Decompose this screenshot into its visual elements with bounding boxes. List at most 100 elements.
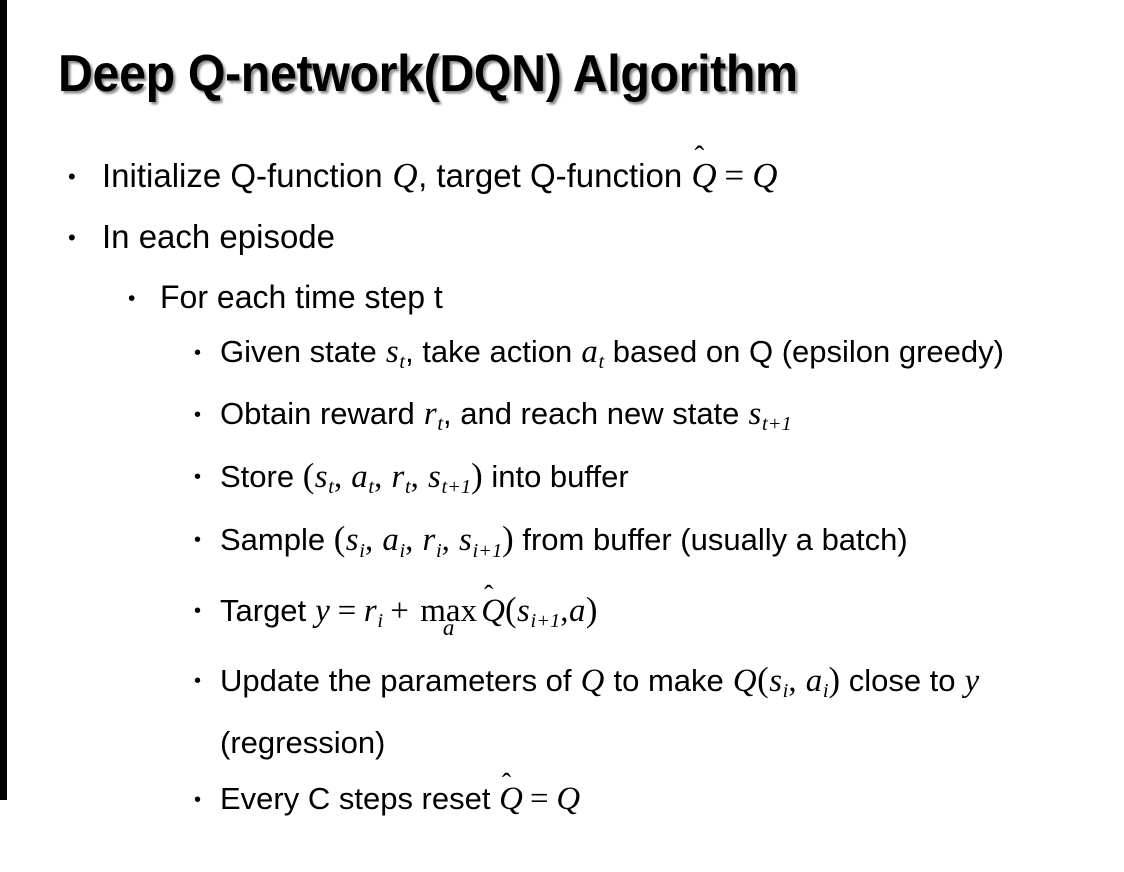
- bullet-every-c-steps-reset: • Every C steps reset ̂ Q=Q: [0, 769, 1124, 829]
- math-var-q: Q: [580, 662, 605, 699]
- math-comma: ,: [788, 662, 797, 699]
- hat-accent-icon: ̂: [506, 766, 514, 798]
- text-fragment: close to: [840, 662, 965, 698]
- hat-accent-icon: ̂: [699, 141, 707, 174]
- bullet-initialize-q-function: • Initialize Q-function Q, target Q-func…: [0, 146, 1124, 206]
- bullet-marker-icon: •: [68, 164, 76, 189]
- math-symbol: Q: [481, 592, 505, 629]
- math-var-a: a: [805, 662, 823, 699]
- bullet-text: For each time step t: [160, 279, 443, 315]
- math-var-s: s: [517, 592, 530, 629]
- math-subscript-i: i: [435, 539, 442, 562]
- math-subscript-i: i: [782, 679, 789, 702]
- text-fragment: Every C steps reset: [220, 780, 500, 816]
- bullet-text: Update the parameters of Q to make Q(si,…: [220, 654, 1070, 769]
- math-var-r: r: [423, 396, 437, 433]
- bullet-update-parameters: • Update the parameters of Q to make Q(s…: [0, 654, 1124, 769]
- math-var-s: s: [314, 459, 328, 496]
- math-subscript-i-plus-1: i+1: [472, 539, 503, 562]
- math-subscript-t: t: [437, 413, 443, 436]
- math-var-a: a: [581, 334, 598, 370]
- math-subscript-t-plus-1: t+1: [441, 476, 472, 499]
- text-fragment: Sample: [220, 522, 334, 558]
- text-fragment: , take action: [405, 334, 581, 369]
- math-paren-open: (: [302, 456, 315, 496]
- text-fragment: Target: [220, 592, 315, 628]
- text-fragment: Obtain reward: [220, 396, 424, 432]
- math-var-a: a: [351, 459, 368, 496]
- math-subscript-i: i: [399, 539, 406, 562]
- math-var-y: y: [964, 662, 980, 699]
- bullet-store-into-buffer: • Store (st, at, rt, st+1) into buffer: [0, 450, 1124, 513]
- math-paren-open: (: [757, 659, 769, 699]
- math-var-q-hat: ̂ Q: [481, 592, 505, 629]
- math-paren-close: ): [828, 659, 841, 699]
- math-operator-plus: +: [390, 592, 409, 629]
- math-subscript-i: i: [822, 679, 829, 702]
- math-paren-open: (: [504, 589, 517, 629]
- text-fragment: (regression): [220, 724, 386, 760]
- slide-body-content: • Initialize Q-function Q, target Q-func…: [0, 146, 1124, 829]
- math-operator-equals: =: [724, 156, 745, 195]
- bullet-for-each-time-step: • For each time step t: [0, 268, 1124, 326]
- math-comma: ,: [333, 459, 343, 496]
- math-var-q: Q: [392, 156, 418, 195]
- bullet-text: Target y=ri+maxâ Q(si+1,a): [220, 577, 1088, 654]
- bullet-text: Given state st, take action at based on …: [220, 326, 1088, 388]
- text-fragment: Given state: [220, 334, 386, 369]
- math-symbol: Q: [691, 156, 717, 195]
- bullet-obtain-reward-reach-new-state: • Obtain reward rt, and reach new state …: [0, 388, 1124, 450]
- bullet-text: Every C steps reset ̂ Q=Q: [220, 769, 1088, 829]
- math-subscript-t: t: [399, 351, 406, 374]
- math-paren-open: (: [333, 519, 346, 559]
- text-fragment: into buffer: [482, 459, 629, 495]
- max-subscript-a: a: [442, 615, 455, 641]
- math-comma: ,: [364, 522, 374, 559]
- bullet-marker-icon: •: [194, 342, 202, 364]
- bullet-marker-icon: •: [194, 466, 202, 489]
- math-operator-equals: =: [337, 592, 357, 629]
- math-var-r: r: [363, 592, 377, 629]
- text-fragment: Initialize Q-function: [102, 157, 392, 194]
- math-var-q2: Q: [732, 662, 757, 699]
- math-var-q-hat: ̂ Q: [499, 780, 523, 817]
- text-fragment: , target Q-function: [418, 157, 692, 194]
- math-subscript-t: t: [404, 476, 411, 499]
- bullet-text: In each episode: [102, 218, 336, 255]
- math-var-s: s: [458, 522, 472, 559]
- math-var-y: y: [315, 592, 330, 629]
- math-var-a: a: [382, 522, 399, 559]
- math-comma: ,: [441, 522, 450, 559]
- math-var-s: s: [385, 334, 399, 370]
- slide-title: Deep Q-network(DQN) Algorithm: [58, 45, 798, 103]
- math-var-q-hat: ̂ Q: [691, 158, 716, 193]
- math-operator-equals: =: [530, 780, 549, 817]
- bullet-target-equation: • Target y=ri+maxâ Q(si+1,a): [0, 577, 1124, 654]
- math-var-r: r: [422, 522, 436, 559]
- text-fragment: from buffer (usually a batch): [513, 522, 908, 558]
- text-fragment: Store: [220, 459, 303, 495]
- bullet-text: Initialize Q-function Q, target Q-functi…: [102, 146, 1084, 206]
- math-comma: ,: [560, 592, 569, 629]
- math-symbol: Q: [499, 780, 523, 817]
- bullet-marker-icon: •: [194, 669, 202, 692]
- math-var-s: s: [345, 522, 359, 559]
- hat-accent-icon: ̂: [488, 578, 496, 610]
- math-subscript-t: t: [328, 476, 334, 499]
- math-var-s: s: [748, 396, 762, 433]
- math-subscript-i-plus-1: i+1: [530, 609, 561, 632]
- math-var-q: Q: [556, 780, 581, 817]
- math-subscript-t: t: [368, 476, 375, 499]
- bullet-marker-icon: •: [128, 287, 136, 310]
- max-operator-label: max: [420, 592, 477, 629]
- bullet-text: Sample (si, ai, ri, si+1) from buffer (u…: [220, 513, 1088, 576]
- bullet-marker-icon: •: [68, 225, 76, 250]
- text-fragment: Update the parameters of: [220, 662, 581, 698]
- math-paren-close: ): [585, 589, 598, 629]
- bullet-given-state-take-action: • Given state st, take action at based o…: [0, 326, 1124, 388]
- math-var-q2: Q: [752, 156, 778, 195]
- math-subscript-t-plus-1: t+1: [762, 413, 792, 436]
- text-fragment: , and reach new state: [443, 396, 749, 432]
